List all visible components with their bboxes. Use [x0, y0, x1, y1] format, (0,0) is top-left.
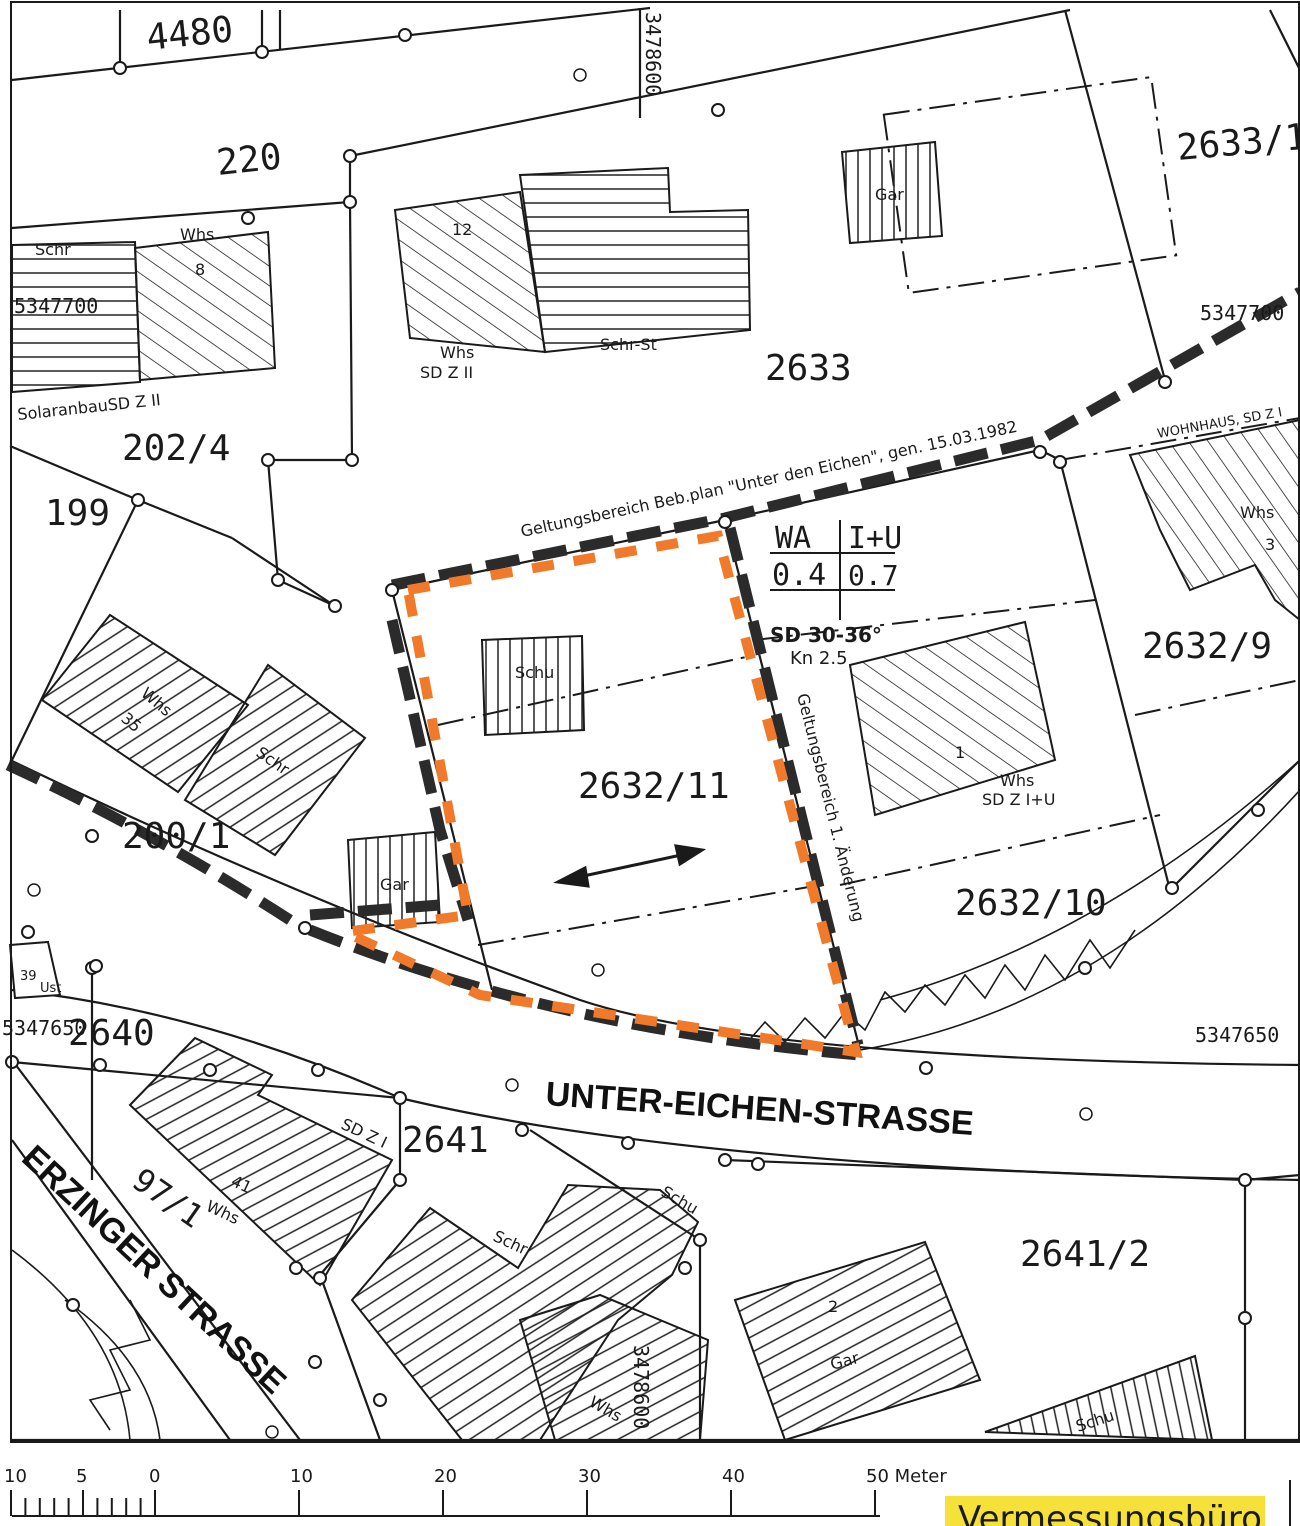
parcel-200-1: 200/1	[122, 816, 230, 857]
stamp-text: Vermessungsbüro	[958, 1499, 1262, 1526]
plan-boundary	[5, 287, 1300, 1061]
scale-label-50: 50 Meter	[866, 1466, 947, 1487]
label-whs-3-a: Whs	[1240, 503, 1274, 522]
scale-label-30: 30	[578, 1466, 601, 1487]
label-schu: Schu	[515, 663, 554, 682]
highlighted-parcel[interactable]	[327, 530, 863, 1059]
surveyor-stamp: Vermessungsbüro	[945, 1480, 1291, 1526]
coord-5347700-left: 5347700	[14, 294, 98, 318]
coord-3478600-top: 3478600	[641, 12, 665, 96]
zoning-grz: 0.4	[772, 558, 826, 593]
zoning-gfz: 0.7	[848, 559, 899, 592]
parcel-2632-10: 2632/10	[955, 883, 1107, 924]
label-39: 39	[20, 969, 37, 984]
map-frame	[10, 1, 1300, 1443]
building-labels: Whs 8 Schr SolaranbauSD Z II 12 Whs SD Z…	[16, 185, 1283, 1436]
label-gar-top: Gar	[875, 185, 904, 204]
parcel-2632-11: 2632/11	[578, 766, 730, 807]
boundary-points	[5, 28, 1265, 1407]
coord-5347650-left: 5347650	[2, 1016, 86, 1040]
zoning-floors: I+U	[848, 521, 902, 556]
scale-label-40: 40	[722, 1466, 745, 1487]
label-whs1-a: Whs	[1000, 771, 1034, 790]
parcel-202-4: 202/4	[122, 428, 230, 469]
parcel-2640: 2640	[68, 1013, 155, 1054]
scale-bar: 10 5 0 10 20 30 40 50 Meter	[4, 1466, 947, 1517]
label-12: 12	[452, 220, 472, 239]
scale-label-10: 10	[290, 1466, 313, 1487]
zoning-roof: SD 30-36°	[770, 623, 882, 647]
parcel-4480: 4480	[145, 9, 236, 59]
label-whs-12: Whs	[440, 343, 474, 362]
parcel-220: 220	[215, 136, 284, 184]
label-gar-left: Gar	[380, 875, 409, 894]
buildings-layer	[8, 140, 1300, 1442]
parcel-labels: 4480 220 2633/1 2633 202/4 199 2632/9 26…	[45, 9, 1300, 1275]
coord-3478600-bottom: 3478600	[629, 1345, 653, 1429]
coord-5347650-right: 5347650	[1195, 1023, 1279, 1047]
parcel-2641: 2641	[402, 1120, 489, 1161]
label-ust: Ust	[40, 981, 61, 996]
parcel-199: 199	[45, 493, 110, 534]
parcel-2632-9: 2632/9	[1142, 626, 1272, 667]
zoning-table: WA I+U 0.4 0.7 SD 30-36° Kn 2.5	[770, 520, 902, 669]
scale-label-0: 0	[149, 1466, 160, 1487]
parcel-2633: 2633	[765, 348, 852, 389]
direction-arrow	[553, 844, 707, 888]
label-whs-8-a: Whs	[180, 225, 214, 244]
coordinate-labels: 3478600 5347700 5347700 5347650 5347650 …	[2, 12, 1284, 1429]
label-whs1-b: SD Z I+U	[982, 790, 1055, 809]
label-schr-st: Schr-St	[600, 335, 657, 354]
coord-5347700-right: 5347700	[1200, 301, 1284, 325]
label-schr-top: Schr	[35, 240, 71, 259]
zoning-kn: Kn 2.5	[790, 648, 848, 669]
scale-label-10-left: 10	[4, 1466, 27, 1487]
scale-label-20: 20	[434, 1466, 457, 1487]
zoning-wa: WA	[775, 521, 811, 556]
parcel-2641-2: 2641/2	[1020, 1234, 1150, 1275]
survey-marks	[27, 68, 1093, 1439]
label-whs-8-b: 8	[195, 260, 205, 279]
label-whs-3-b: 3	[1265, 535, 1275, 554]
label-whs1-num: 1	[955, 743, 965, 762]
scale-label-5: 5	[76, 1466, 87, 1487]
label-sdz-12: SD Z II	[420, 363, 473, 382]
label-2: 2	[828, 1297, 838, 1316]
